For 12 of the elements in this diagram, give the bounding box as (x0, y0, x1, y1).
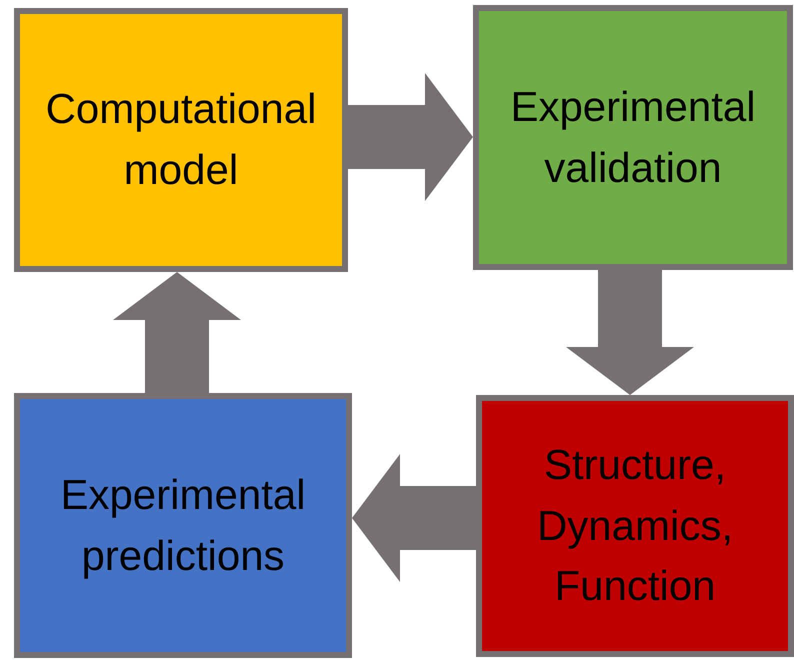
process-box (14, 8, 348, 272)
block-arrow (348, 73, 473, 201)
process-box (14, 393, 352, 658)
box-label: Experimental predictions (59, 470, 307, 581)
process-box (476, 395, 794, 657)
block-arrow (566, 270, 694, 395)
process-box (473, 5, 793, 270)
block-arrow (113, 272, 241, 393)
box-label: Experimental validation (509, 82, 757, 192)
block-arrow (352, 454, 476, 582)
box-label: Structure, Dynamics, Function (536, 440, 734, 612)
box-label: Computational model (44, 84, 318, 195)
